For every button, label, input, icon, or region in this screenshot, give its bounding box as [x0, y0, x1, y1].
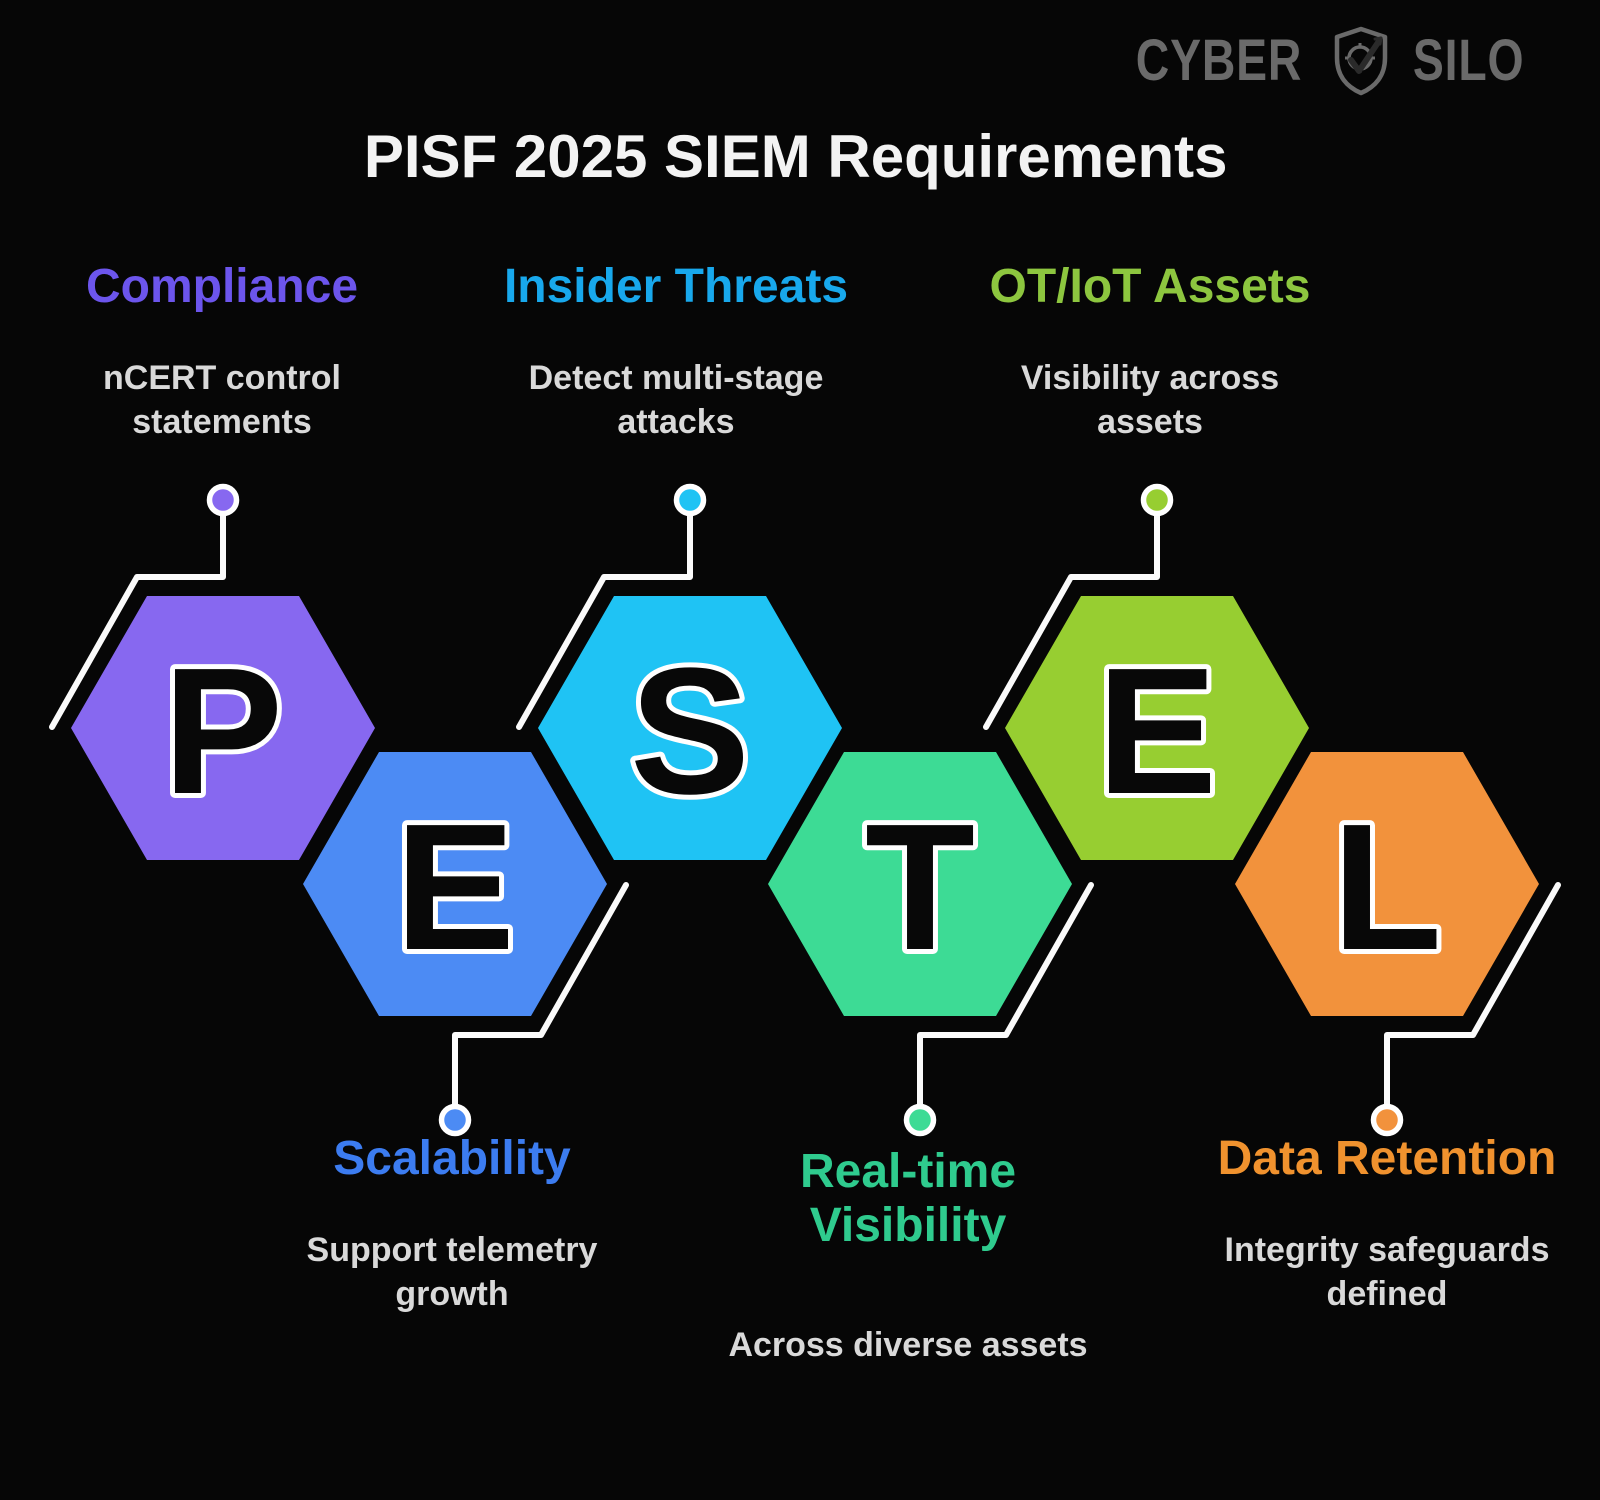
hexagon-p — [71, 596, 375, 860]
hexagon-e1 — [303, 752, 607, 1016]
category-description: Across diverse assets — [728, 1325, 1088, 1364]
category-label: Real-time Visibility — [799, 1145, 1017, 1252]
connector-line-insider-threats — [516, 511, 693, 730]
connector-line-compliance — [49, 511, 226, 730]
category-label: Scalability — [333, 1132, 571, 1185]
category-description: Integrity safeguards defined — [1224, 1230, 1550, 1313]
connector-dot-compliance — [206, 483, 240, 517]
hexagon-letter-s: S — [630, 631, 750, 832]
brand-text-cyber: CYBER — [1135, 28, 1302, 93]
connector-dot-data-retention — [1370, 1103, 1404, 1137]
category-label: Insider Threats — [503, 260, 849, 313]
connector-dot-realtime-visibility — [903, 1103, 937, 1137]
category-label: Compliance — [85, 260, 359, 313]
category-description: Detect multi-stage attacks — [528, 358, 824, 441]
category-scalability: Scalability Support telemetry growth — [222, 1132, 682, 1316]
connector-line-realtime-visibility — [917, 882, 1094, 1109]
connector-line-scalability — [452, 882, 629, 1109]
category-description: nCERT control statements — [103, 358, 341, 441]
connector-dot-ot-iot — [1140, 483, 1174, 517]
connector-dot-insider-threats — [673, 483, 707, 517]
category-label: Data Retention — [1217, 1132, 1557, 1185]
hexagon-letter-e2: E — [1097, 631, 1217, 832]
brand-logo: CYBER SILO — [1115, 26, 1538, 96]
page-title: PISF 2025 SIEM Requirements — [363, 123, 1228, 190]
category-description: Visibility across assets — [1020, 358, 1280, 441]
category-label: OT/IoT Assets — [989, 260, 1311, 313]
connector-dot-scalability — [438, 1103, 472, 1137]
hexagon-letter-e1: E — [395, 787, 515, 988]
category-description: Support telemetry growth — [306, 1230, 598, 1313]
hexagon-letter-p: P — [163, 631, 283, 832]
connector-line-data-retention — [1384, 882, 1561, 1109]
category-insider-threats: Insider Threats Detect multi-stage attac… — [446, 260, 906, 444]
hexagon-l — [1235, 752, 1539, 1016]
hexagon-letter-t: T — [865, 787, 975, 988]
category-realtime-visibility: Real-time Visibility Across diverse asse… — [678, 1145, 1138, 1367]
category-ot-iot-assets: OT/IoT Assets Visibility across assets — [920, 260, 1380, 444]
hexagon-e2 — [1005, 596, 1309, 860]
hexagon-s — [538, 596, 842, 860]
brand-text-silo: SILO — [1412, 28, 1525, 93]
category-data-retention: Data Retention Integrity safeguards defi… — [1157, 1132, 1600, 1316]
hexagon-t — [768, 752, 1072, 1016]
category-compliance: Compliance nCERT control statements — [0, 260, 452, 444]
shield-check-icon — [1334, 26, 1387, 96]
hexagon-letter-l: L — [1332, 787, 1442, 988]
connector-line-ot-iot — [983, 511, 1160, 730]
